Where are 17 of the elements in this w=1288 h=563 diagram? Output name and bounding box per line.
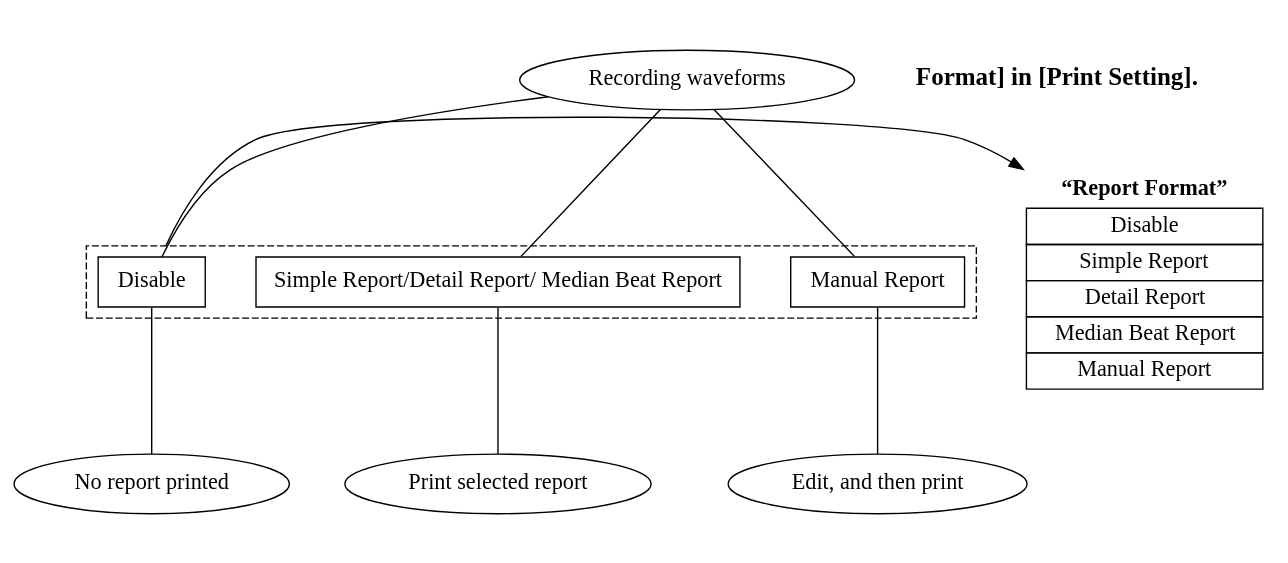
cluster	[85, 244, 978, 319]
node-ellipse: Edit, and then print	[727, 452, 1028, 514]
node-box: Simple Report/Detail Report/ Median Beat Report	[255, 255, 741, 308]
connector	[151, 306, 153, 455]
node-ellipse: Recording waveforms	[518, 49, 856, 111]
connector	[876, 306, 879, 455]
node-ellipse: No report printed	[13, 452, 291, 514]
connector	[520, 108, 662, 257]
connector	[161, 95, 550, 258]
node-box: Disable	[97, 255, 206, 308]
connector	[713, 108, 856, 257]
node-label: “Report Format”	[1061, 175, 1228, 200]
connector	[497, 306, 499, 455]
label: Format] in [Print Setting].	[915, 62, 1198, 90]
node-ellipse: Print selected report	[344, 452, 652, 514]
node-box: Manual Report	[790, 255, 966, 308]
arrow	[165, 116, 1025, 247]
